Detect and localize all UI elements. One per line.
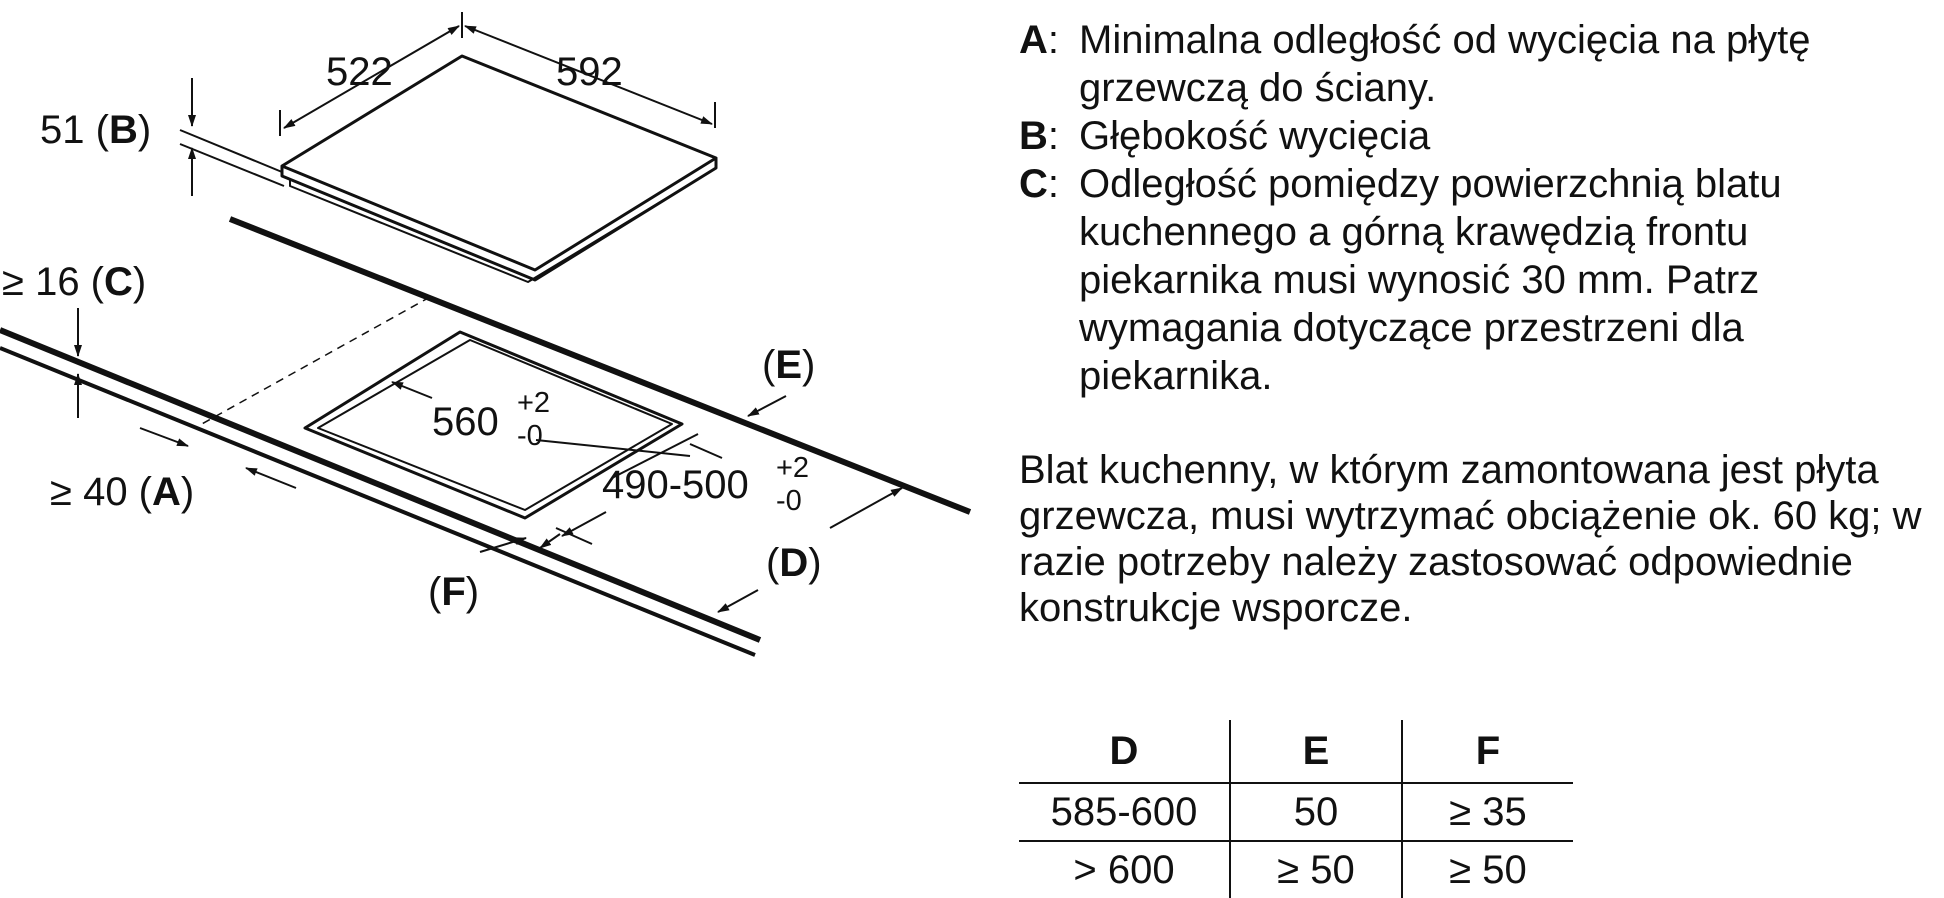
table-row: > 600 ≥ 50 ≥ 50 bbox=[1019, 841, 1573, 898]
dim-51-b-label: 51 (B) bbox=[40, 108, 151, 152]
key-f-label: (F) bbox=[428, 570, 479, 614]
key-c: C bbox=[104, 260, 133, 304]
table-header-row: D E F bbox=[1019, 720, 1573, 784]
installation-diagram: 522 592 51 (B) ≥ 16 (C) ≥ 40 (A) 560 +2 … bbox=[0, 12, 972, 657]
dim-592-label: 592 bbox=[556, 50, 623, 94]
dim-40-a-label: ≥ 40 (A) bbox=[50, 470, 194, 514]
dimension-table: D E F 585-600 50 ≥ 35 > 600 ≥ 50 ≥ 50 bbox=[1019, 720, 1573, 898]
table-header-f: F bbox=[1401, 720, 1573, 784]
dim-560-tol-minus: -0 bbox=[517, 420, 543, 452]
legend-item-c: C: Odległość pomiędzy powierzchnią blatu… bbox=[1019, 160, 1939, 400]
load-note: Blat kuchenny, w którym zamontowana jest… bbox=[1019, 448, 1922, 630]
cutout-outline bbox=[303, 330, 684, 520]
legend: A: Minimalna odległość od wycięcia na pł… bbox=[1019, 16, 1939, 400]
key-d: D bbox=[779, 541, 808, 585]
table-row: 585-600 50 ≥ 35 bbox=[1019, 783, 1573, 842]
dim-51-value: 51 bbox=[40, 108, 85, 152]
legend-item-b: B: Głębokość wycięcia bbox=[1019, 112, 1939, 160]
legend-text-b: Głębokość wycięcia bbox=[1079, 114, 1431, 158]
legend-text-a: Minimalna odległość od wycięcia na płytę… bbox=[1079, 18, 1811, 110]
table-header-d: D bbox=[1019, 720, 1230, 784]
table-cell: ≥ 50 bbox=[1401, 841, 1573, 898]
key-d-label: (D) bbox=[766, 541, 822, 585]
table-cell: ≥ 35 bbox=[1401, 783, 1573, 842]
key-e: E bbox=[775, 343, 802, 387]
dim-16-value: ≥ 16 bbox=[2, 260, 80, 304]
legend-key-b: B: bbox=[1019, 114, 1060, 158]
dim-490-500-label: 490-500 bbox=[602, 463, 749, 507]
legend-key-a: A: bbox=[1019, 18, 1060, 62]
dim-40-value: ≥ 40 bbox=[50, 470, 128, 514]
countertop-outline bbox=[0, 216, 972, 657]
key-f: F bbox=[441, 570, 465, 614]
key-b: B bbox=[109, 108, 138, 152]
dim-490-tol-plus: +2 bbox=[776, 452, 809, 484]
legend-item-a: A: Minimalna odległość od wycięcia na pł… bbox=[1019, 16, 1939, 112]
table-header-e: E bbox=[1229, 720, 1402, 784]
key-e-label: (E) bbox=[762, 343, 815, 387]
legend-text-c: Odległość pomiędzy powierzchnią blatu ku… bbox=[1079, 162, 1782, 398]
dim-490-tol-minus: -0 bbox=[776, 485, 802, 517]
table-cell: 50 bbox=[1229, 783, 1402, 842]
table-cell: > 600 bbox=[1073, 847, 1175, 892]
dim-16-c-label: ≥ 16 (C) bbox=[2, 260, 146, 304]
table-cell: ≥ 50 bbox=[1229, 841, 1402, 898]
dim-522-label: 522 bbox=[326, 50, 393, 94]
dim-560-tol-plus: +2 bbox=[517, 387, 550, 419]
key-a: A bbox=[152, 470, 181, 514]
table-cell: 585-600 bbox=[1019, 783, 1230, 842]
dimension-lines bbox=[74, 12, 903, 613]
legend-key-c: C: bbox=[1019, 162, 1060, 206]
dim-560-label: 560 bbox=[432, 400, 499, 444]
